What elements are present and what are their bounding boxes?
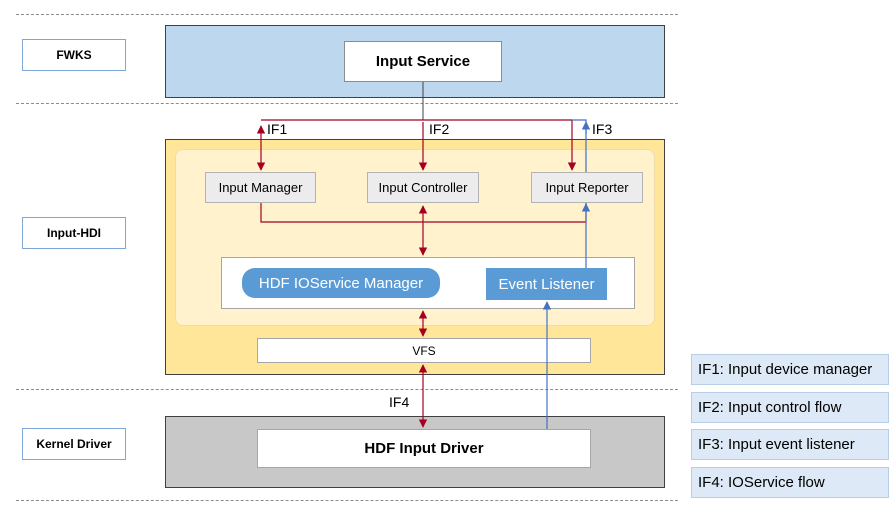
separator-top <box>16 14 678 15</box>
layer-label-fwks: FWKS <box>22 39 126 71</box>
input-service-box: Input Service <box>344 41 502 82</box>
layer-label-input-hdi: Input-HDI <box>22 217 126 249</box>
if2-label: IF2 <box>428 121 451 137</box>
separator-fwks-hdi <box>16 103 678 104</box>
if4-label: IF4 <box>388 394 411 410</box>
if1-label: IF1 <box>266 121 289 137</box>
separator-hdi-kernel <box>16 389 678 390</box>
hdf-input-driver-box: HDF Input Driver <box>257 429 591 468</box>
if3-event-line <box>572 119 587 172</box>
event-listener-box: Event Listener <box>486 268 607 300</box>
legend-item-if4: IF4: IOService flow <box>691 467 889 498</box>
legend-item-if2: IF2: Input control flow <box>691 392 889 423</box>
separator-bottom <box>16 500 678 501</box>
layer-label-kernel-driver: Kernel Driver <box>22 428 126 460</box>
if3-label: IF3 <box>591 121 614 137</box>
legend-item-if1: IF1: Input device manager <box>691 354 889 385</box>
input-reporter-box: Input Reporter <box>531 172 643 203</box>
vfs-box: VFS <box>257 338 591 363</box>
hdf-ioservice-manager-pill: HDF IOService Manager <box>242 268 440 298</box>
legend-item-if3: IF3: Input event listener <box>691 429 889 460</box>
input-manager-box: Input Manager <box>205 172 316 203</box>
input-controller-box: Input Controller <box>367 172 479 203</box>
